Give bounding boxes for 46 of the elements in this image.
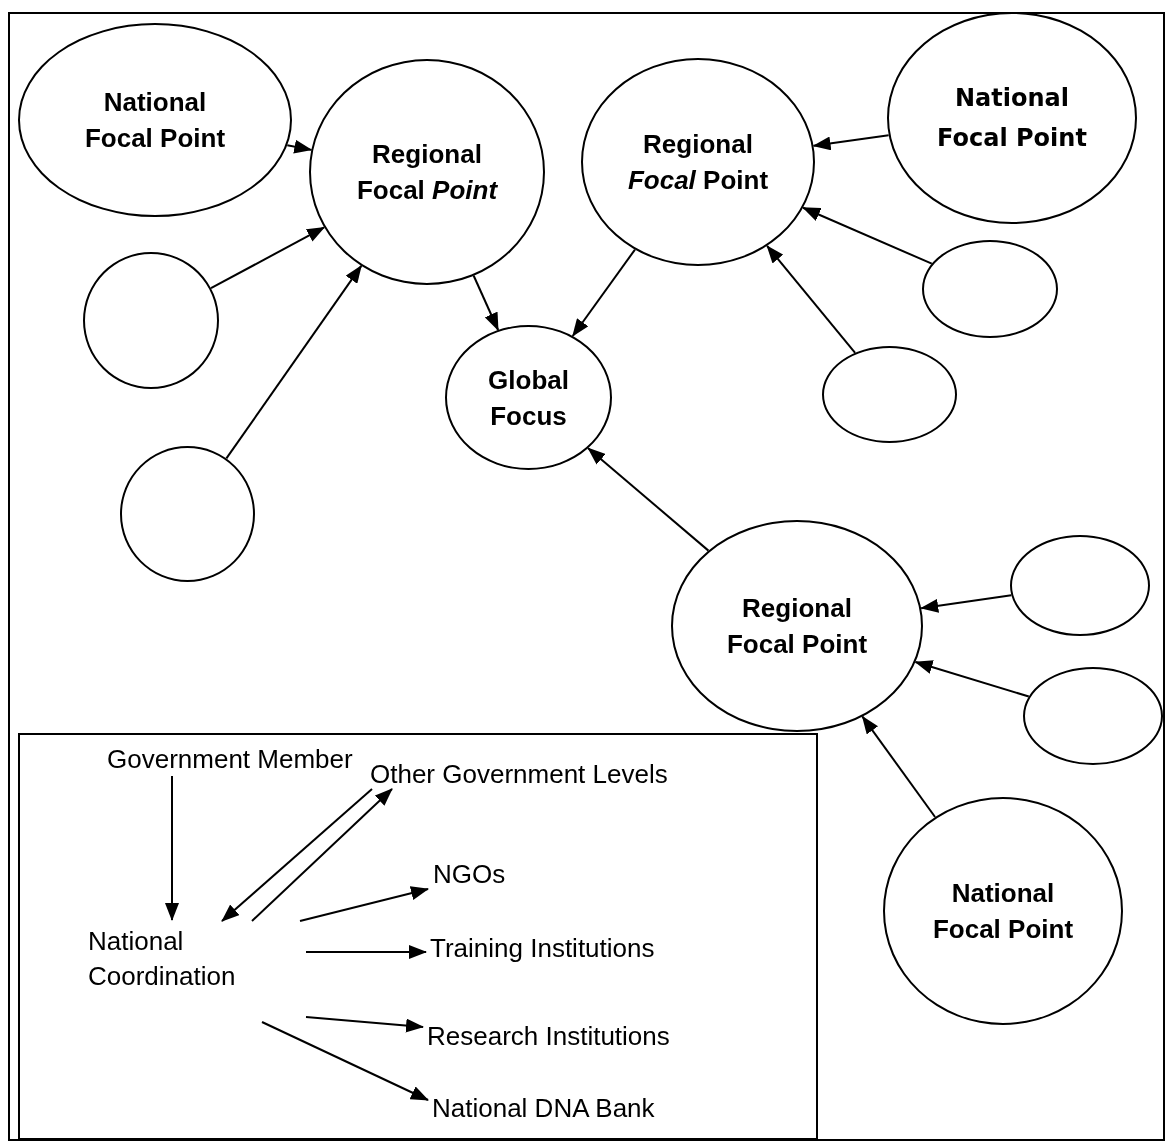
- ellipse-node: [83, 252, 219, 389]
- arrow: [861, 715, 937, 818]
- node-label: Research Institutions: [427, 1019, 737, 1053]
- ellipse-node: [883, 797, 1123, 1025]
- node-label: Other Government Levels: [370, 757, 750, 791]
- arrow: [225, 264, 363, 460]
- arrow: [165, 775, 179, 921]
- node-label: National Focal Point: [937, 83, 1087, 154]
- arrow: [914, 660, 1030, 698]
- node-label: Regional Focal Point: [355, 138, 499, 207]
- ellipse-node: [822, 346, 957, 443]
- arrow: [251, 788, 393, 922]
- ellipse-node: [581, 58, 815, 266]
- arrow: [571, 248, 636, 337]
- ellipse-node: [887, 12, 1137, 224]
- arrow: [221, 788, 373, 922]
- arrow: [812, 134, 890, 151]
- ellipse-node: [18, 23, 292, 217]
- ellipse-node: [1023, 667, 1163, 765]
- ellipse-node: [309, 59, 545, 285]
- ellipse-node: [1010, 535, 1150, 636]
- arrow: [299, 886, 429, 922]
- arrow: [587, 447, 710, 552]
- node-label: National Coordination: [88, 924, 308, 1024]
- arrow: [472, 274, 500, 331]
- arrow: [766, 244, 857, 354]
- node-label: Regional Focal Point: [626, 128, 770, 197]
- node-label: National Focal Point: [931, 877, 1075, 946]
- arrow: [261, 1021, 429, 1101]
- node-label: NGOs: [433, 857, 528, 891]
- node-label: National Focal Point: [83, 86, 227, 155]
- arrow: [210, 226, 326, 290]
- arrow: [305, 945, 427, 959]
- node-label: National DNA Bank: [432, 1091, 722, 1125]
- node-label: Global Focus: [487, 363, 570, 433]
- arrow: [305, 1016, 424, 1033]
- node-label: Training Institutions: [430, 931, 720, 965]
- ellipse-node: [120, 446, 255, 582]
- node-label: Regional Focal Point: [725, 592, 869, 661]
- ellipse-node: [445, 325, 612, 470]
- group-box: [18, 733, 818, 1140]
- ellipse-node: [671, 520, 923, 732]
- arrow: [802, 206, 933, 265]
- arrow: [920, 594, 1013, 613]
- ellipse-node: [922, 240, 1058, 338]
- arrow: [286, 139, 313, 154]
